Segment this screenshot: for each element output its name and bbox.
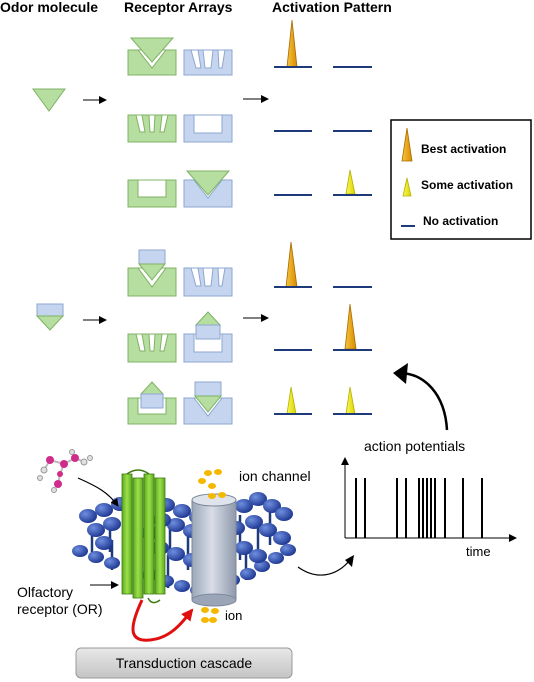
cell-membrane (72, 492, 296, 596)
ions (198, 469, 226, 623)
odor-molecule-triangle (32, 88, 66, 112)
receptor-array-2-1 (127, 114, 177, 143)
activation-row-3 (274, 169, 372, 196)
receptor-array-4-2 (183, 267, 233, 297)
receptor-array-6-2 (183, 381, 233, 425)
ion-channel (191, 493, 237, 607)
header-odor-molecule: Odor molecule (0, 0, 98, 15)
receptor-array-6-1 (127, 381, 177, 425)
action-potentials-label: action potentials (364, 438, 465, 454)
activation-row-6 (274, 386, 372, 415)
olfactory-receptor-label-line2: receptor (OR) (17, 601, 103, 617)
odor-molecule-pentagon (35, 303, 65, 331)
membrane-to-spikes-arrow (297, 559, 351, 576)
ligand-molecule (37, 449, 93, 493)
legend-some-label: Some activation (421, 178, 513, 192)
receptor-array-1-2 (183, 49, 233, 76)
spike-lines (355, 478, 483, 538)
ion-channel-label: ion channel (239, 468, 311, 484)
header-activation-pattern: Activation Pattern (272, 0, 392, 15)
legend-some-icon (402, 177, 412, 197)
transduction-cascade-box (75, 647, 293, 679)
legend-best-icon (401, 127, 413, 162)
olfactory-receptor (121, 469, 166, 604)
cascade-arrow (131, 599, 194, 642)
receptor-array-3-2 (183, 170, 233, 208)
transduction-cascade-label: Transduction cascade (116, 655, 253, 671)
receptor-array-5-1 (127, 333, 177, 363)
header-receptor-arrays: Receptor Arrays (124, 0, 233, 15)
spike-train-plot: time (341, 457, 517, 559)
membrane-to-spikes-arrowhead (345, 555, 354, 567)
ligand-binding-arrow (77, 477, 119, 507)
receptor-array-4-1 (127, 249, 177, 297)
feedback-curved-arrowhead (393, 363, 408, 384)
receptor-array-2-2 (183, 114, 233, 143)
legend-none-label: No activation (423, 214, 498, 228)
activation-row-5 (274, 303, 372, 351)
time-axis-label: time (466, 544, 491, 559)
receptor-array-3-1 (127, 179, 177, 208)
legend: Best activation Some activation No activ… (390, 119, 532, 240)
activation-row-1 (274, 19, 372, 68)
receptor-array-5-2 (183, 311, 233, 363)
activation-row-4 (274, 241, 372, 288)
legend-best-label: Best activation (421, 142, 506, 156)
receptor-array-1-1 (127, 37, 177, 76)
ion-label: ion (225, 608, 242, 623)
olfactory-receptor-label-line1: Olfactory (17, 584, 73, 600)
